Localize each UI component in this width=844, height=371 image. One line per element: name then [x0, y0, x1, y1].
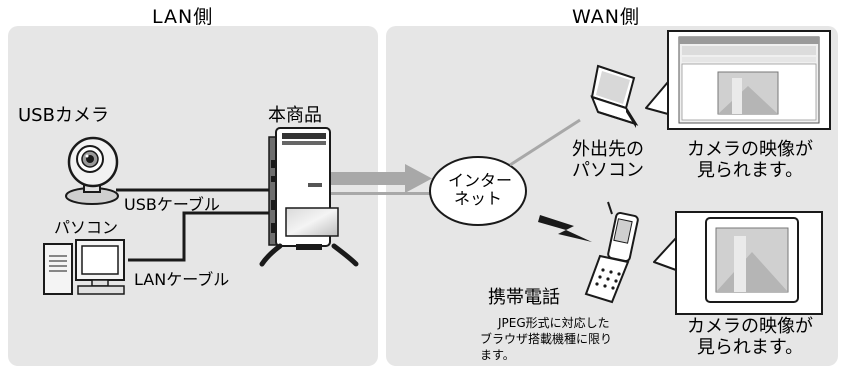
product-router-icon [259, 127, 359, 267]
mobile-note-line2: ブラウザ搭載機種に限り [480, 332, 613, 347]
mobile-callout-text: カメラの映像が 見られます。 [664, 316, 836, 358]
mobile-callout-line1: カメラの映像が [687, 316, 813, 337]
mobile-screen-thumbnail [705, 217, 799, 303]
laptop-icon [590, 64, 639, 128]
usb-cable-label: USBケーブル [124, 195, 220, 214]
external-pc-label: 外出先の パソコン [572, 139, 644, 181]
mobile-phone-icon [584, 201, 639, 304]
pc-label: パソコン [54, 218, 119, 237]
browser-window-thumbnail [678, 36, 820, 124]
mobile-callout-line2: 見られます。 [696, 336, 804, 358]
internet-cloud [429, 156, 527, 226]
mobile-note-line3: ます。 [480, 348, 515, 363]
external-pc-line2: パソコン [572, 159, 644, 181]
internet-label-line1: インター [448, 171, 513, 190]
product-label: 本商品 [268, 105, 322, 126]
mobile-label: 携帯電話 [488, 287, 560, 308]
mobile-note-line1: JPEG形式に対応した [498, 316, 610, 330]
external-pc-line1: 外出先の [572, 139, 644, 160]
lan-cable-label: LANケーブル [134, 270, 230, 289]
pc-callout-line1: カメラの映像が [687, 139, 813, 160]
lan-cable-line [128, 211, 272, 262]
internet-label-line2: ネット [453, 189, 502, 209]
internet-to-laptop-line [509, 118, 581, 167]
data-flow-arrow [325, 164, 432, 193]
internet-label: インター ネット [448, 171, 513, 209]
usb-camera-label: USBカメラ [18, 105, 109, 126]
pc-callout-text: カメラの映像が 見られます。 [672, 139, 828, 181]
wan-link-line [325, 192, 435, 195]
lan-panel-title: LAN側 [152, 6, 214, 28]
desktop-pc-icon [43, 239, 125, 295]
wireless-bolt-icon [538, 215, 592, 242]
pc-callout-line2: 見られます。 [696, 159, 804, 181]
usb-camera-icon [65, 136, 119, 205]
wan-panel-title: WAN側 [572, 6, 640, 28]
mobile-note: JPEG形式に対応した ブラウザ搭載機種に限り ます。 [480, 315, 612, 364]
